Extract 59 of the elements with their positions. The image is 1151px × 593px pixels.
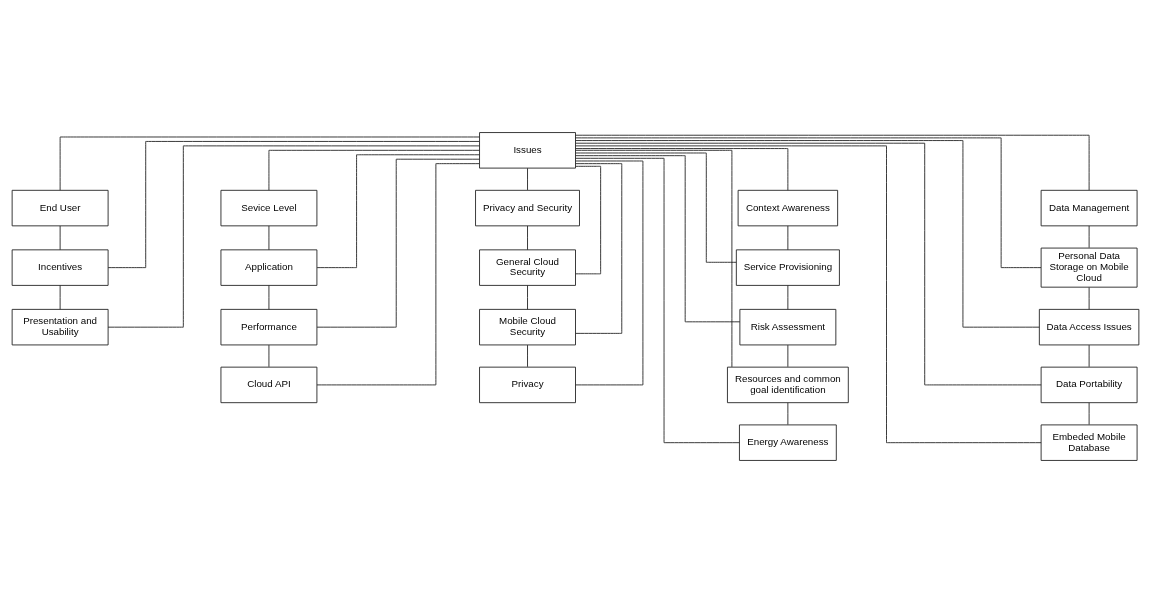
- connector: [575, 157, 740, 444]
- connector: [316, 163, 480, 386]
- connector: [575, 155, 741, 323]
- connector: [575, 149, 733, 368]
- connector: [527, 285, 528, 310]
- connector: [575, 145, 1042, 444]
- node-box: Performance: [220, 308, 318, 346]
- node-box: Cloud API: [220, 366, 318, 404]
- node-box: Personal Data Storage on Mobile Cloud: [1040, 247, 1138, 288]
- connector: [268, 344, 270, 368]
- connector: [107, 141, 480, 269]
- connector: [268, 149, 480, 191]
- connector: [1088, 402, 1090, 425]
- connector: [787, 225, 789, 251]
- connector: [787, 344, 789, 368]
- connector: [575, 165, 602, 275]
- connector: [316, 158, 480, 328]
- connector: [787, 402, 789, 425]
- node-box: Service Provisioning: [735, 249, 840, 286]
- node-box: Risk Assessment: [739, 308, 837, 346]
- connector: [527, 344, 528, 368]
- connector: [1088, 287, 1090, 310]
- connector: [268, 225, 270, 251]
- node-box: Application: [220, 249, 318, 286]
- node-box: End User: [11, 189, 109, 227]
- node-box: Presentation and Usability: [11, 308, 109, 346]
- node-box: Context Awareness: [737, 189, 839, 227]
- node-box: General Cloud Security: [479, 249, 576, 286]
- node-box: Energy Awareness: [739, 424, 837, 461]
- node-box: Mobile Cloud Security: [479, 308, 576, 346]
- connector: [59, 285, 61, 310]
- node-box: Embeded Mobile Database: [1040, 424, 1138, 461]
- node-box: Data Management: [1040, 189, 1138, 227]
- connector: [527, 167, 528, 191]
- connector: [268, 285, 270, 310]
- connector: [59, 136, 480, 191]
- node-box: Sevice Level: [220, 189, 318, 227]
- connector: [575, 160, 644, 386]
- connector: [59, 225, 61, 251]
- node-box: Incentives: [11, 249, 109, 286]
- node-box: Resources and common goal identification: [727, 366, 849, 404]
- connector: [1088, 225, 1090, 249]
- node-box: Privacy and Security: [475, 189, 580, 227]
- node-box: Data Access Issues: [1038, 308, 1140, 346]
- node-box: Privacy: [479, 366, 576, 404]
- connector: [575, 140, 1040, 328]
- connector: [527, 225, 528, 251]
- connector: [787, 285, 789, 310]
- connector: [575, 163, 623, 334]
- connector: [1088, 344, 1090, 368]
- connector: [575, 137, 1042, 269]
- connector: [107, 145, 480, 328]
- connector: [575, 148, 789, 191]
- node-box: Data Portability: [1040, 366, 1138, 404]
- connector: [316, 154, 480, 269]
- connector: [575, 142, 1042, 386]
- connector: [575, 134, 1090, 191]
- connector: [575, 152, 737, 263]
- node-box: Issues: [479, 132, 576, 169]
